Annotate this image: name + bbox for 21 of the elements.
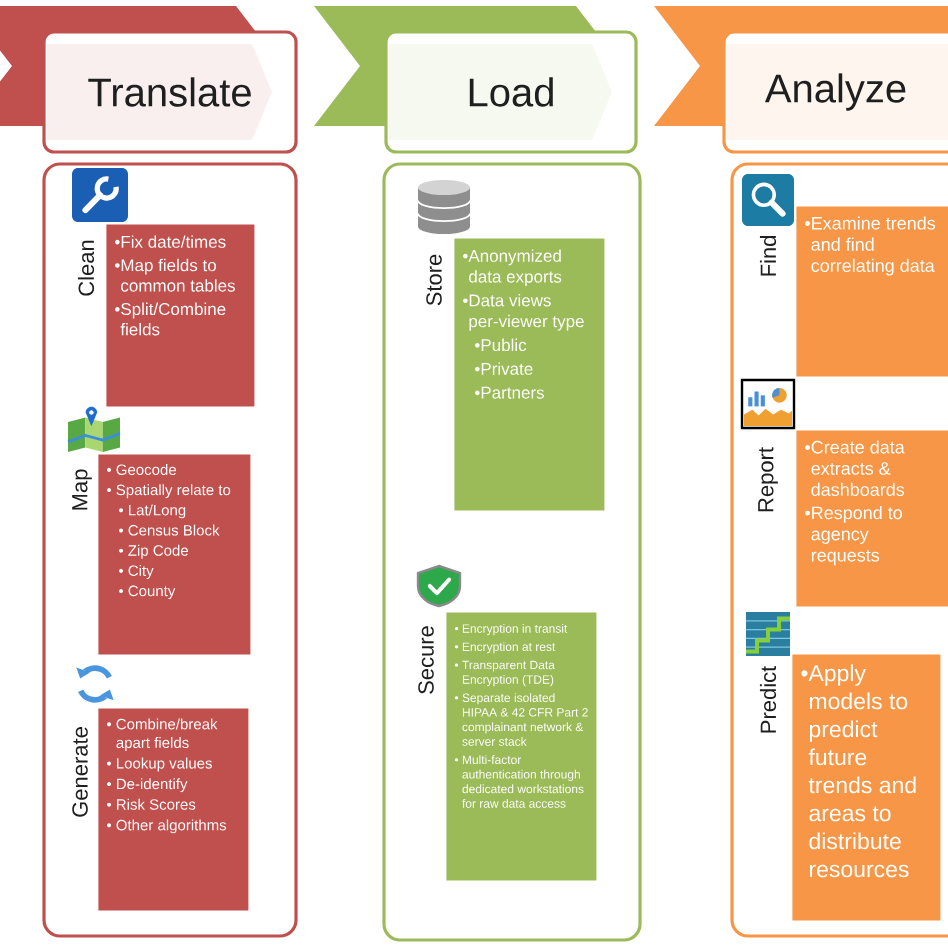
node-label: •Public: [475, 338, 527, 352]
section-label: Predict: [759, 665, 777, 733]
section-label: Report: [758, 447, 778, 512]
list-box: •Examine trends and find correlating data: [796, 206, 948, 377]
header-banner: Translate: [0, 6, 298, 154]
section-label: Find: [759, 236, 777, 276]
header-banner: Analyze: [654, 6, 948, 154]
list-box: •Apply models to predict future trends and areas to distribute resources: [792, 654, 941, 921]
section-label: Generate: [72, 727, 88, 817]
section-label: Clean: [77, 240, 95, 296]
list-box: •Anonymized data exports •Data views per-viewer type •Public •Private •Partners: [454, 238, 605, 511]
section-label: Store: [426, 254, 442, 306]
node-label: •Private: [475, 362, 533, 375]
node-label: •Partners: [475, 386, 544, 399]
node-label: •Anonymized data exports: [463, 249, 562, 287]
list-box: •Create data extracts & dashboards •Respond to agency requests: [796, 430, 948, 607]
section-label: Map: [72, 469, 92, 510]
list-box: •Fix date/times •Map fields to common tables •Split/Combine fields: [106, 224, 255, 407]
section-label: Secure: [418, 626, 434, 694]
node-label: •Data views per-viewer type: [463, 293, 584, 331]
header-banner: Load: [314, 6, 638, 154]
